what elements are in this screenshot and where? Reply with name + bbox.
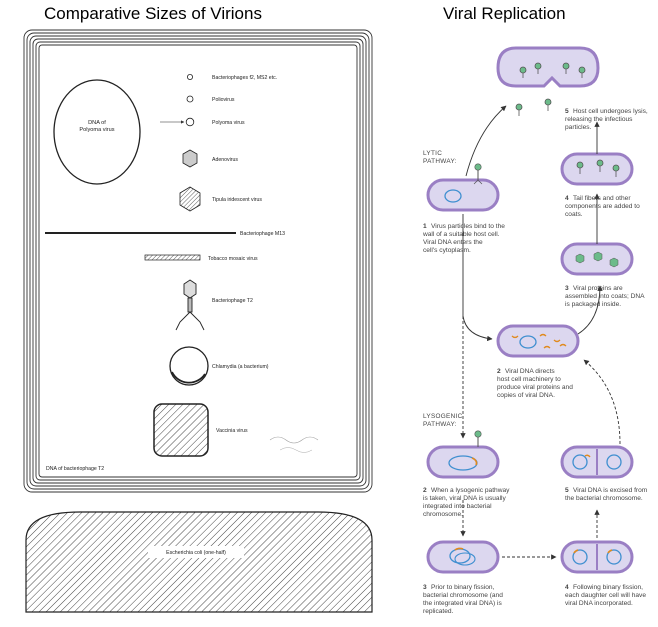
svg-text:chromosome.: chromosome. [423, 511, 463, 518]
polyoma-dna-loop [53, 79, 141, 185]
svg-text:5: 5 [565, 487, 569, 494]
svg-text:bacterial chromosome (and: bacterial chromosome (and [423, 592, 503, 599]
cell-lytic-2 [496, 324, 580, 358]
cell-lysogenic-5 [560, 445, 634, 479]
svg-text:integrated into bacterial: integrated into bacterial [423, 503, 492, 510]
cell-lysogenic-4 [560, 540, 634, 574]
svg-text:host cell machinery to: host cell machinery to [497, 376, 561, 383]
svg-text:assembled into coats; DNA: assembled into coats; DNA [565, 293, 645, 300]
virion-size-panel: DNA of Polyoma virus Bacteriophages f2, … [23, 29, 373, 613]
svg-text:Viral DNA enters the: Viral DNA enters the [423, 239, 483, 246]
svg-text:replicated.: replicated. [423, 608, 454, 615]
viral-replication-panel: LYTIC PATHWAY: LYSOGENIC PATHWAY: 1 Viru… [422, 46, 648, 615]
svg-text:produce viral proteins and: produce viral proteins and [497, 384, 573, 391]
ecoli-cell-wall [23, 29, 373, 493]
label-tmv: Tobacco mosaic virus [208, 256, 258, 262]
vaccinia-virion [153, 403, 209, 457]
lysis-cell [496, 46, 600, 116]
svg-text:particles.: particles. [565, 124, 592, 131]
lysogenic-pathway-label-2: PATHWAY: [423, 421, 457, 428]
polyoma-dna-label-2: Polyoma virus [79, 127, 114, 133]
cell-lysogenic-2 [426, 430, 500, 479]
caption-lytic-2: 2 Viral DNA directs host cell machinery … [497, 368, 573, 399]
svg-text:releasing the infectious: releasing the infectious [565, 116, 633, 123]
svg-text:coats.: coats. [565, 211, 583, 218]
cell-lytic-4 [560, 152, 634, 186]
label-tipula: Tipula iridescent virus [212, 197, 262, 203]
svg-text:2: 2 [497, 368, 501, 375]
label-chlamydia: Chlamydia (a bacterium) [212, 364, 269, 370]
label-f2: Bacteriophages f2, MS2 etc. [212, 75, 277, 81]
svg-text:cell's cytoplasm.: cell's cytoplasm. [423, 247, 471, 254]
adenovirus-virion [182, 149, 198, 168]
svg-text:4: 4 [565, 195, 569, 202]
svg-text:wall of a suitable host cell.: wall of a suitable host cell. [422, 231, 500, 238]
caption-lyso-5: 5 Viral DNA is excised from the bacteria… [565, 487, 648, 502]
label-vaccinia: Vaccinia virus [216, 428, 248, 434]
label-polyoma: Polyoma virus [212, 120, 245, 126]
svg-text:Viral DNA is excised from: Viral DNA is excised from [573, 487, 648, 494]
svg-text:Prior to binary fission,: Prior to binary fission, [431, 584, 495, 591]
caption-lytic-5: 5 Host cell undergoes lysis, releasing t… [565, 108, 648, 131]
lysogenic-pathway-label-1: LYSOGENIC [423, 413, 463, 420]
svg-text:components are added to: components are added to [565, 203, 640, 210]
svg-text:Tail fibers and other: Tail fibers and other [573, 195, 631, 202]
label-t2-dna: DNA of bacteriophage T2 [46, 466, 104, 472]
svg-text:5: 5 [565, 108, 569, 115]
caption-lytic-1: 1 Virus particles bind to the wall of a … [422, 223, 505, 254]
polyoma-dna-label-1: DNA of [88, 120, 106, 126]
svg-text:copies of viral DNA.: copies of viral DNA. [497, 392, 555, 399]
left-title: Comparative Sizes of Virions [44, 4, 262, 23]
ecoli-half-cell [25, 511, 373, 613]
polyoma-virion [185, 117, 195, 127]
svg-text:the integrated viral DNA) is: the integrated viral DNA) is [423, 600, 502, 607]
svg-text:each daughter cell will have: each daughter cell will have [565, 592, 646, 599]
bacteriophage-t2-virion [175, 279, 205, 331]
svg-text:Virus particles bind to the: Virus particles bind to the [431, 223, 505, 230]
svg-text:4: 4 [565, 584, 569, 591]
svg-text:2: 2 [423, 487, 427, 494]
caption-lytic-3: 3 Viral proteins are assembled into coat… [565, 285, 645, 308]
svg-text:3: 3 [423, 584, 427, 591]
bacteriophage-f2-virion [186, 74, 193, 81]
label-m13: Bacteriophage M13 [240, 231, 285, 237]
cell-lytic-3 [560, 242, 634, 276]
svg-text:1: 1 [423, 223, 427, 230]
svg-text:the bacterial chromosome.: the bacterial chromosome. [565, 495, 643, 502]
svg-text:Host cell undergoes lysis,: Host cell undergoes lysis, [573, 108, 648, 115]
label-adenovirus: Adenovirus [212, 157, 238, 163]
svg-text:3: 3 [565, 285, 569, 292]
caption-lyso-4: 4 Following binary fission, each daughte… [565, 584, 646, 607]
svg-text:When a lysogenic pathway: When a lysogenic pathway [431, 487, 510, 494]
label-ecoli: Escherichia coli (one-half) [166, 550, 226, 556]
svg-text:is taken, viral DNA is usually: is taken, viral DNA is usually [423, 495, 507, 502]
virus-labels: Bacteriophages f2, MS2 etc. Poliovirus P… [208, 75, 285, 434]
cell-lysogenic-3 [426, 540, 500, 574]
caption-lyso-3: 3 Prior to binary fission, bacterial chr… [423, 584, 503, 615]
cell-lytic-1 [426, 163, 500, 212]
caption-lytic-4: 4 Tail fibers and other components are a… [565, 195, 640, 218]
svg-text:Viral DNA directs: Viral DNA directs [505, 368, 555, 375]
svg-text:Viral proteins are: Viral proteins are [573, 285, 623, 292]
caption-lyso-2: 2 When a lysogenic pathway is taken, vir… [423, 487, 510, 518]
tobacco-mosaic-virion [144, 254, 201, 261]
svg-text:viral DNA incorporated.: viral DNA incorporated. [565, 600, 633, 607]
svg-text:Following binary fission,: Following binary fission, [573, 584, 643, 591]
chlamydia-cell [169, 346, 209, 386]
pathway-arrows [460, 105, 621, 560]
poliovirus-virion [186, 95, 194, 103]
label-t2: Bacteriophage T2 [212, 298, 253, 304]
lytic-pathway-label-1: LYTIC [423, 150, 442, 157]
lytic-pathway-label-2: PATHWAY: [423, 158, 457, 165]
right-title: Viral Replication [443, 4, 566, 23]
tipula-iridescent-virion [179, 186, 201, 212]
released-phage [515, 62, 586, 116]
label-poliovirus: Poliovirus [212, 97, 235, 103]
svg-text:is packaged inside.: is packaged inside. [565, 301, 621, 308]
